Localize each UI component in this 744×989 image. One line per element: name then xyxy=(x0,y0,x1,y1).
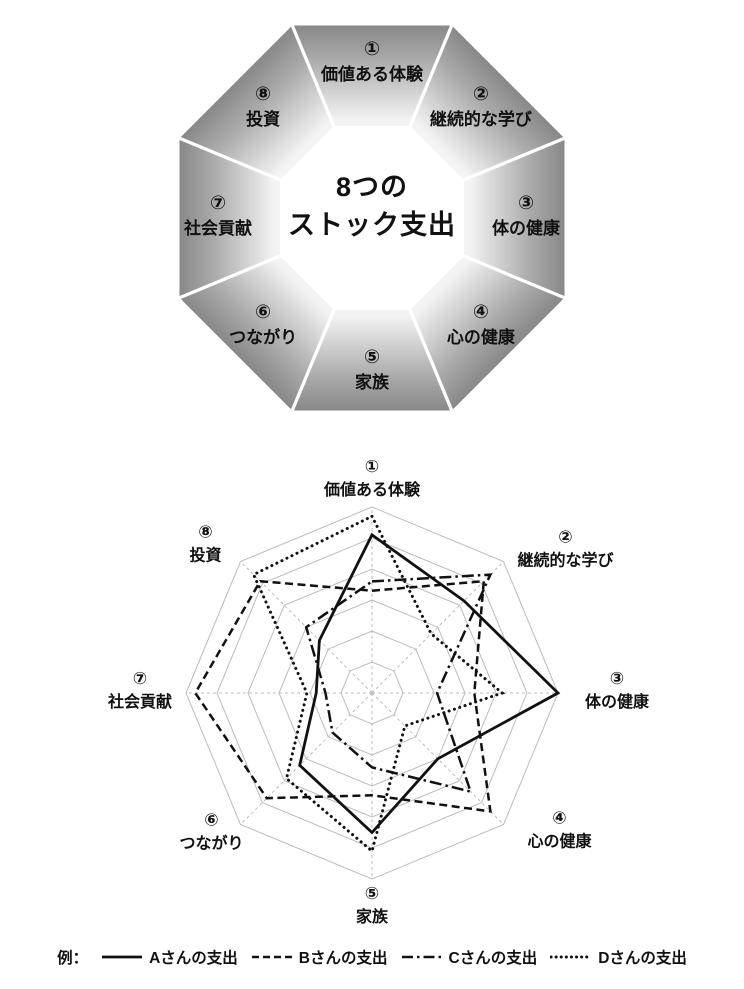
radar-grid-ring-6 xyxy=(185,506,559,880)
octagon-segment-label-6: つながり xyxy=(229,327,297,347)
radar-axis-number-6: ⑥ xyxy=(204,811,218,830)
octagon-diagram: ① 価値ある体験 ② 継続的な学び ③ 体の健康 ④ 心の健康 ⑤ 家族 ⑥ つながり ⑦ 社会貢献 ⑧ 投資… xyxy=(179,25,565,411)
octagon-segment-4 xyxy=(411,257,564,410)
octagon-segment-5 xyxy=(294,310,450,411)
octagon-segment-number-7: ⑦ xyxy=(210,193,226,214)
radar-axis-label-1: 価値ある体験 xyxy=(323,480,421,499)
octagon-segment-2 xyxy=(411,26,564,179)
radar-axis-number-1: ① xyxy=(365,457,379,476)
octagon-segment-number-2: ② xyxy=(473,84,489,105)
radar-series-solid xyxy=(298,532,561,835)
octagon-segment-6 xyxy=(180,257,333,410)
radar-axis-label-5: 家族 xyxy=(356,907,389,926)
radar-chart: ① 価値ある体験 ② 継続的な学び ③ 体の健康 ④ 心の健康 ⑤ 家族 ⑥ つながり ⑦ 社会貢献 ⑧ 投資 xyxy=(107,457,650,926)
legend-line-dotted-icon xyxy=(550,955,593,959)
legend: 例： Aさんの支出 Bさんの支出 Cさんの支出 Dさんの支出 xyxy=(0,946,744,968)
radar-axis-label-3: 体の健康 xyxy=(585,692,650,711)
legend-label-c: Cさんの支出 xyxy=(448,950,538,967)
octagon-segment-label-4: 心の健康 xyxy=(447,327,516,347)
octagon-center-title-line1: 8つの xyxy=(336,172,408,202)
radar-axis-label-6: つながり xyxy=(179,834,243,853)
legend-item-a: Aさんの支出 xyxy=(101,946,238,968)
octagon-segment-7 xyxy=(179,140,280,296)
octagon-segment-label-8: 投資 xyxy=(246,109,280,129)
radar-axis-number-7: ⑦ xyxy=(133,669,147,688)
octagon-segment-label-1: 価値ある体験 xyxy=(320,64,424,84)
radar-grid-ring-1 xyxy=(340,661,404,725)
octagon-segment-3 xyxy=(464,140,565,296)
legend-label-d: Dさんの支出 xyxy=(598,950,687,967)
octagon-segment-number-5: ⑤ xyxy=(364,347,380,368)
legend-line-solid-icon xyxy=(102,955,143,959)
radar-axis-number-8: ⑧ xyxy=(198,523,212,542)
radar-axis-label-4: 心の健康 xyxy=(527,832,592,851)
legend-prefix: 例： xyxy=(57,950,89,967)
octagon-segment-label-3: 体の健康 xyxy=(492,218,561,238)
octagon-segment-label-5: 家族 xyxy=(355,372,390,392)
radar-axis-number-5: ⑤ xyxy=(365,884,379,903)
legend-item-d: Dさんの支出 xyxy=(550,946,687,968)
radar-grid-ring-3 xyxy=(278,599,466,787)
octagon-segment-number-4: ④ xyxy=(473,302,489,323)
octagon-segment-number-6: ⑥ xyxy=(255,302,271,323)
legend-label-a: Aさんの支出 xyxy=(149,950,238,967)
legend-item-c: Cさんの支出 xyxy=(401,946,538,968)
octagon-segment-8 xyxy=(180,26,333,179)
octagon-segment-1 xyxy=(294,25,450,126)
legend-label-b: Bさんの支出 xyxy=(298,950,388,967)
radar-series-dashdot xyxy=(304,573,493,794)
radar-axis-number-3: ③ xyxy=(610,669,624,688)
radar-axis-label-8: 投資 xyxy=(189,546,221,565)
radar-series-dotted xyxy=(251,514,506,854)
octagon-segment-number-3: ③ xyxy=(518,193,534,214)
octagon-center-title-line2: ストック支出 xyxy=(288,210,456,240)
radar-grid-ring-4 xyxy=(247,568,497,818)
octagon-segment-number-1: ① xyxy=(364,39,380,60)
legend-line-dashed-icon xyxy=(251,955,292,959)
legend-line-dashdot-icon xyxy=(401,955,442,959)
stock-spending-figure: ① 価値ある体験 ② 継続的な学び ③ 体の健康 ④ 心の健康 ⑤ 家族 ⑥ つながり ⑦ 社会貢献 ⑧ 投資… xyxy=(107,25,650,926)
radar-series-dashed xyxy=(193,579,492,813)
octagon-segment-label-7: 社会貢献 xyxy=(183,218,252,238)
legend-item-b: Bさんの支出 xyxy=(251,946,388,968)
radar-axis-number-2: ② xyxy=(558,528,572,547)
octagon-segment-number-8: ⑧ xyxy=(255,84,271,105)
radar-axis-label-7: 社会貢献 xyxy=(107,692,172,711)
radar-axis-number-4: ④ xyxy=(552,809,566,828)
radar-axis-label-2: 継続的な学び xyxy=(517,551,614,570)
radar-grid-ring-2 xyxy=(309,630,435,756)
octagon-segment-label-2: 継続的な学び xyxy=(430,109,532,129)
